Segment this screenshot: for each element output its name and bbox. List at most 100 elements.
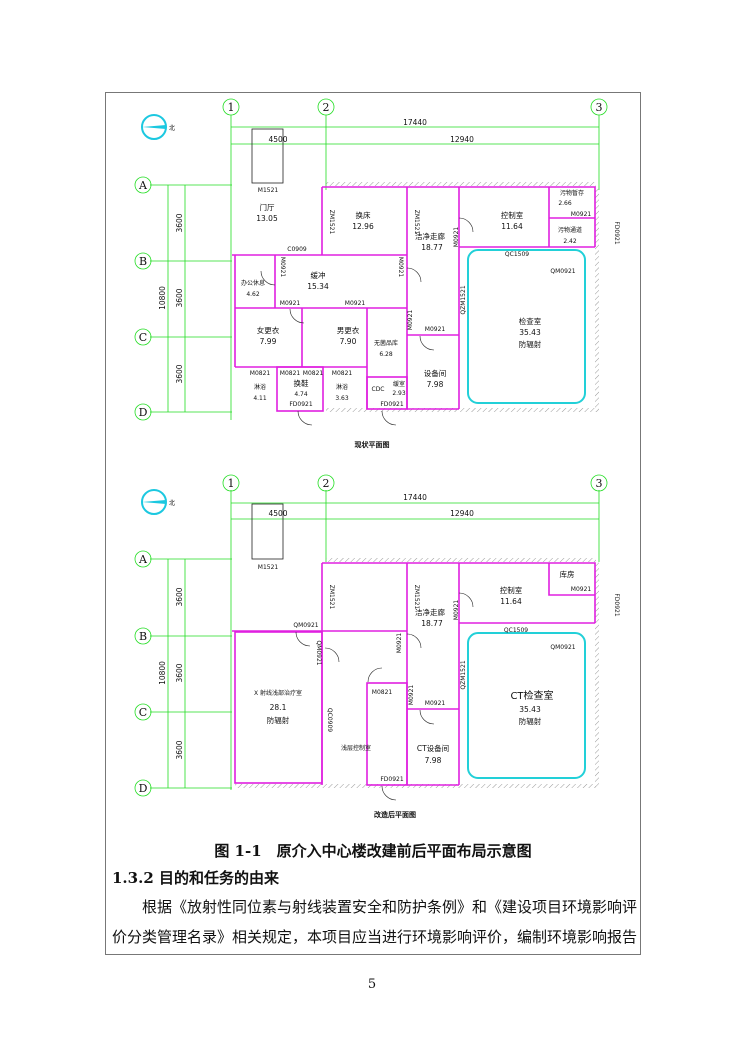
- room-area: 11.64: [501, 222, 523, 231]
- dimension-label: 17440: [403, 118, 427, 127]
- door-label: QM0921: [315, 640, 322, 665]
- room-name: 女更衣: [257, 325, 280, 335]
- grid-col-label: 1: [228, 477, 235, 490]
- door-label: M1521: [258, 564, 279, 571]
- dimension-label: 3600: [175, 213, 184, 232]
- door-label: ZM1521: [328, 210, 335, 235]
- door-label: M1521: [258, 187, 279, 194]
- room-name: 控制室: [501, 210, 524, 220]
- dimension-label: 12940: [450, 135, 474, 144]
- walls: [232, 186, 596, 412]
- room-name: 换床: [356, 210, 371, 220]
- room-area: 11.64: [500, 597, 522, 606]
- north-arrow-icon: 北: [141, 114, 175, 140]
- room-name: 门厅: [260, 203, 275, 212]
- room-name: 控制室: [500, 585, 523, 595]
- walls: [232, 562, 596, 786]
- room-area: 12.96: [352, 222, 374, 231]
- room-name: CT设备间: [417, 743, 449, 753]
- room-area: 3.63: [335, 395, 349, 402]
- dimension-label: 10800: [158, 661, 167, 685]
- room-area: 13.05: [256, 214, 278, 223]
- door-label: M0821: [372, 689, 393, 696]
- room-area: 18.77: [421, 619, 443, 628]
- figure-caption: 图 1-1 原介入中心楼改建前后平面布局示意图: [214, 842, 532, 860]
- dimension-label: 3600: [175, 663, 184, 682]
- room-area: 18.77: [421, 243, 443, 252]
- door-label: M0921: [453, 227, 460, 248]
- north-arrow-icon: 北: [141, 489, 175, 515]
- room-area: 6.28: [379, 351, 393, 358]
- grid-lines: [134, 98, 608, 421]
- door-label: QZM1521: [460, 660, 467, 689]
- dimension-label: 10800: [158, 286, 167, 310]
- room-name: 无菌品库: [374, 339, 398, 347]
- door-label: M0921: [279, 257, 286, 278]
- room-name: 男更衣: [337, 325, 360, 335]
- room-area: 2.66: [558, 200, 572, 207]
- room-area: 4.74: [294, 391, 308, 398]
- room-name: 淋浴: [336, 383, 348, 391]
- door-label: QM0921: [293, 622, 318, 629]
- grid-row-label: A: [138, 179, 148, 192]
- grid-row-label: D: [139, 406, 148, 419]
- page-number: 5: [367, 977, 377, 992]
- room-area: 4.11: [253, 395, 267, 402]
- grid-row-label: B: [139, 255, 147, 268]
- grid-col-label: 1: [228, 101, 235, 114]
- room-name: 缓冲: [311, 270, 326, 280]
- door-label: FD0921: [289, 401, 313, 408]
- window-label: C0909: [287, 246, 307, 253]
- room-name: 洁净走廊: [415, 607, 445, 617]
- door-label: M0921: [425, 700, 446, 707]
- room-area: 2.93: [392, 390, 406, 397]
- room-name: 缓室: [393, 380, 405, 388]
- room-name: 设备间: [424, 368, 447, 378]
- grid-row-label: A: [138, 553, 148, 566]
- svg-text:北: 北: [169, 499, 175, 507]
- room-name: 办公休息: [241, 279, 265, 287]
- room-area: 7.90: [340, 337, 357, 346]
- dimension-label: 17440: [403, 493, 427, 502]
- room-area: 4.62: [246, 291, 260, 298]
- door-label: M0921: [280, 300, 301, 307]
- room-area: 7.98: [425, 756, 442, 765]
- door-label: QZM1521: [460, 285, 467, 314]
- door-label: M0921: [397, 257, 404, 278]
- room-area: 7.98: [427, 380, 444, 389]
- dimension-label: 3600: [175, 288, 184, 307]
- door-label: M0921: [396, 633, 403, 654]
- room-name: 污物通道: [558, 226, 582, 234]
- door-label: FD0921: [613, 221, 620, 245]
- window-label: QC1509: [504, 627, 528, 634]
- room-name: 淋浴: [254, 383, 266, 391]
- door-label: M0921: [408, 685, 415, 706]
- svg-text:北: 北: [169, 124, 175, 132]
- room-area: 15.34: [307, 282, 329, 291]
- room-note: 防辐射: [267, 715, 290, 725]
- door-label: M0921: [407, 310, 414, 331]
- room-name: 换鞋: [294, 378, 309, 388]
- dimension-label: 3600: [175, 364, 184, 383]
- door-label: FD0921: [380, 401, 404, 408]
- room-name: 洁净走廊: [415, 231, 445, 241]
- grid-col-label: 3: [596, 477, 603, 490]
- grid-col-label: 3: [596, 101, 603, 114]
- dimension-label: 12940: [450, 509, 474, 518]
- dimension-label: 4500: [268, 509, 287, 518]
- room-area: 35.43: [519, 705, 541, 714]
- window-label: QC0909: [326, 708, 333, 732]
- room-name: CT检查室: [510, 689, 553, 702]
- room-note: 防辐射: [519, 716, 542, 726]
- grid-row-label: D: [139, 782, 148, 795]
- window-label: QC1509: [505, 251, 529, 258]
- room-name: 污物暂存: [560, 189, 584, 197]
- dimension-label: 3600: [175, 587, 184, 606]
- door-label: M0921: [453, 600, 460, 621]
- grid-row-label: C: [139, 331, 147, 344]
- room-name: 浅层控制室: [341, 744, 371, 752]
